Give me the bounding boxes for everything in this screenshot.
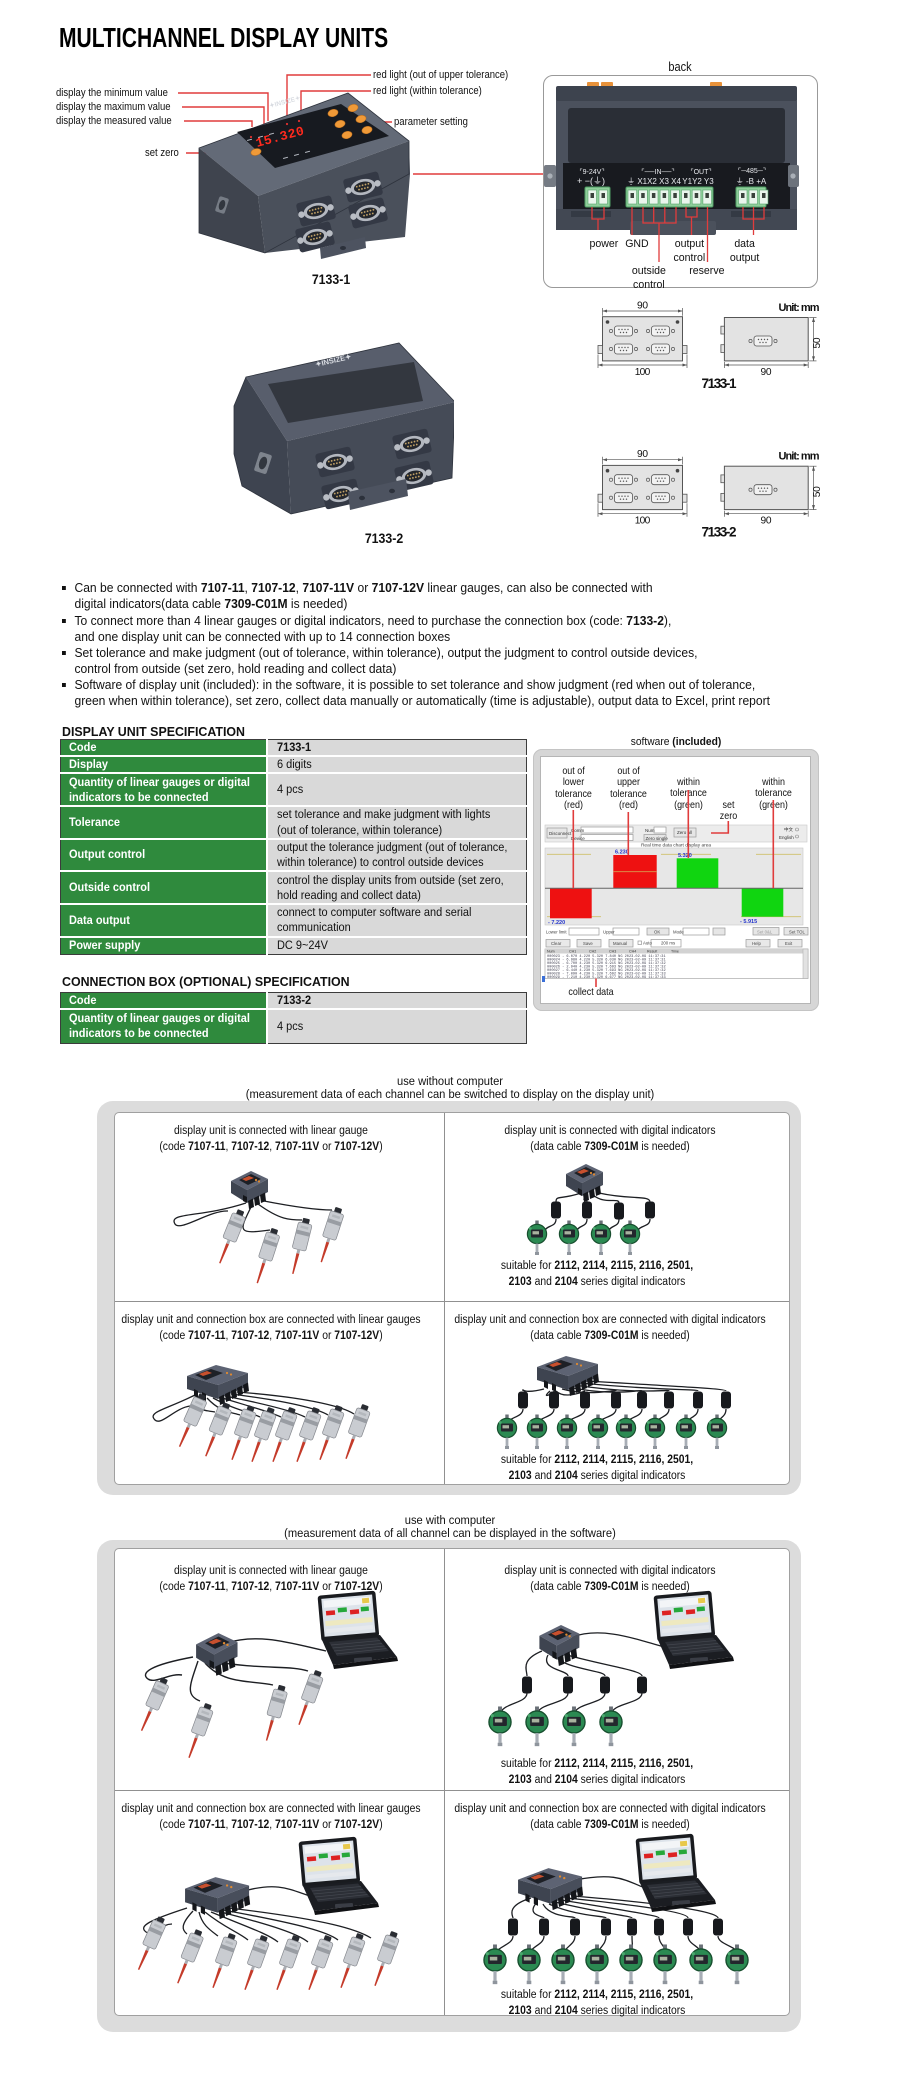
svg-text:control: control [674,252,706,264]
svg-text:outside: outside [632,265,666,277]
svg-text:6.230: 6.230 [615,850,629,856]
svg-text:7133-1: 7133-1 [702,376,737,391]
svg-text:Zero single: Zero single [646,836,669,841]
svg-text:000025 - 6.700 4.230 5.32: 000025 - 6.700 4.230 5.320 6.915 NG 2023… [547,962,666,966]
svg-text:Result: Result [647,950,657,954]
svg-text:reserve: reserve [689,265,724,277]
svg-text:power: power [589,238,618,250]
svg-text:000027 - 6.440 4.230 5.32: 000027 - 6.440 4.230 5.320 7.693 NG 2023… [547,969,666,973]
svg-text:output: output [730,252,759,264]
svg-text:⌜──IN──⌝: ⌜──IN──⌝ [641,168,674,176]
svg-text:English: English [779,835,794,840]
svg-text:Clear: Clear [551,941,562,946]
svg-text:- 5.915: - 5.915 [740,919,757,925]
svg-text:⏚ -B +A: ⏚ -B +A [736,177,767,186]
svg-text:Comm: Comm [571,828,585,833]
svg-text:Real time data chart display a: Real time data chart display area [641,843,711,849]
svg-text:5.320: 5.320 [678,853,692,859]
svg-text:CH4: CH4 [629,950,636,954]
svg-text:⏚ X1X2 X3 X4: ⏚ X1X2 X3 X4 [627,177,681,186]
svg-text:- 7.220: - 7.220 [548,920,565,926]
svg-text:OK: OK [654,930,660,935]
svg-text:000024 - 6.980 4.220 5.32: 000024 - 6.980 4.220 5.320 6.030 NG 2023… [547,959,666,963]
svg-text:Unit: mm: Unit: mm [779,451,820,463]
svg-text:000028 - 7.090 4.230 5.32: 000028 - 7.090 4.230 5.320 7.692 NG 2023… [547,973,666,977]
svg-text:⌜─485─⌝: ⌜─485─⌝ [738,167,766,175]
svg-text:Unit: mm: Unit: mm [779,302,820,314]
svg-text:⌜9-24V⌝: ⌜9-24V⌝ [579,168,604,176]
svg-text:000026 - 2.940 4.230 5.32: 000026 - 2.940 4.230 5.320 7.693 NG 2023… [547,966,666,970]
svg-text:output: output [675,238,704,250]
svg-text:CH2: CH2 [589,950,596,954]
svg-text:Num: Num [645,828,655,833]
svg-text:Manual: Manual [613,941,627,946]
svg-text:Num: Num [547,950,555,954]
svg-text:CH1: CH1 [569,950,576,954]
svg-text:data: data [734,238,755,250]
svg-text:000029 - 7.210 4.230 5.32: 000029 - 7.210 4.230 5.320 6.677 NG 2023… [547,976,666,980]
svg-text:Exit: Exit [785,941,793,946]
svg-text:Mode: Mode [673,930,684,935]
svg-text:Zero all: Zero all [677,830,692,835]
svg-text:CH3: CH3 [609,950,616,954]
svg-text:Set TOL: Set TOL [789,929,805,934]
svg-text:7133-2: 7133-2 [702,525,737,540]
svg-text:200 ms: 200 ms [661,941,675,946]
svg-text:Disconnect: Disconnect [549,831,572,836]
svg-text:Help: Help [752,941,761,946]
svg-text:+ −(⏚): + −(⏚) [577,176,605,186]
svg-text:Device: Device [571,836,585,841]
svg-text:control: control [633,279,665,291]
svg-text:中文: 中文 [784,826,793,833]
svg-text:Set 0&L: Set 0&L [757,929,773,934]
svg-text:Upper: Upper [603,930,615,935]
svg-text:Y1Y2 Y3: Y1Y2 Y3 [682,177,714,186]
svg-text:Lower limit: Lower limit [546,930,567,935]
svg-text:GND: GND [625,238,649,250]
svg-text:⌜OUT⌝: ⌜OUT⌝ [690,168,711,176]
svg-text:Time: Time [671,950,679,954]
svg-text:000023 - 6.070 4.220 5.32: 000023 - 6.070 4.220 5.320 7.840 NG 2023… [547,955,666,959]
svg-text:✦INSIZE✦: ✦INSIZE✦ [268,94,301,110]
svg-text:Auto: Auto [643,941,652,946]
svg-text:Save: Save [583,941,593,946]
